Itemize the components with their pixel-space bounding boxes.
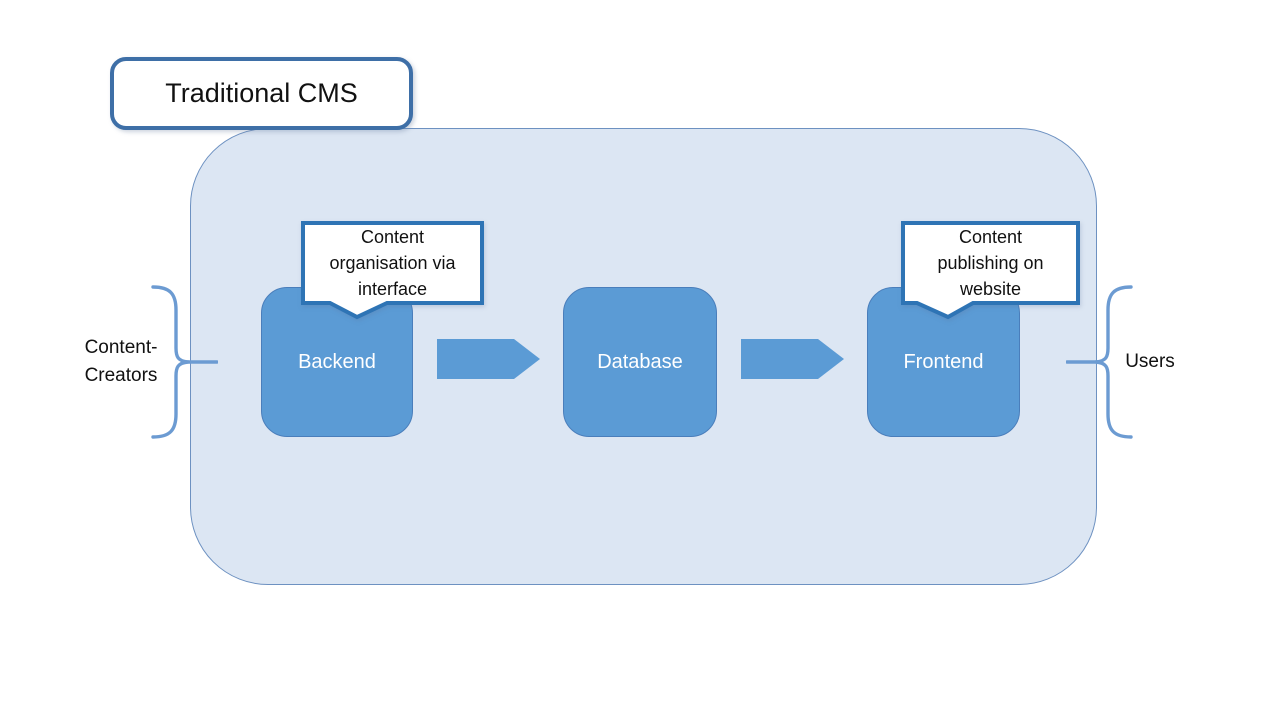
callout-frontend-line1: Content	[958, 227, 1023, 247]
callout-frontend-bubble	[901, 221, 1080, 320]
label-content-creators: Content- Creators	[62, 334, 180, 390]
callout-frontend-line2: publishing on	[937, 253, 1044, 273]
node-database: Database	[563, 287, 717, 437]
callout-backend-line2: organisation via	[329, 253, 456, 273]
arrow-database-to-frontend-icon	[741, 339, 844, 379]
page-title: Traditional CMS	[165, 78, 358, 108]
callout-backend-line3: interface	[357, 279, 428, 299]
callout-frontend-text: Content publishing on website	[903, 224, 1078, 302]
node-frontend-label: Frontend	[903, 350, 984, 373]
label-users: Users	[1114, 349, 1186, 375]
node-backend: Backend	[261, 287, 413, 437]
title-box: Traditional CMS	[110, 57, 413, 130]
callout-backend-line1: Content	[360, 227, 425, 247]
label-content-creators-line1: Content-	[84, 337, 158, 358]
label-content-creators-line2: Creators	[84, 365, 158, 386]
callout-frontend-line3: website	[959, 279, 1022, 299]
arrow-backend-to-database-icon	[437, 339, 540, 379]
node-database-label: Database	[597, 350, 683, 373]
brace-content-creators-icon	[151, 285, 218, 439]
node-backend-label: Backend	[298, 350, 376, 373]
label-users-text: Users	[1125, 351, 1175, 372]
callout-backend-bubble	[301, 221, 484, 320]
callout-backend-text: Content organisation via interface	[303, 224, 482, 302]
brace-users-icon	[1066, 285, 1133, 439]
